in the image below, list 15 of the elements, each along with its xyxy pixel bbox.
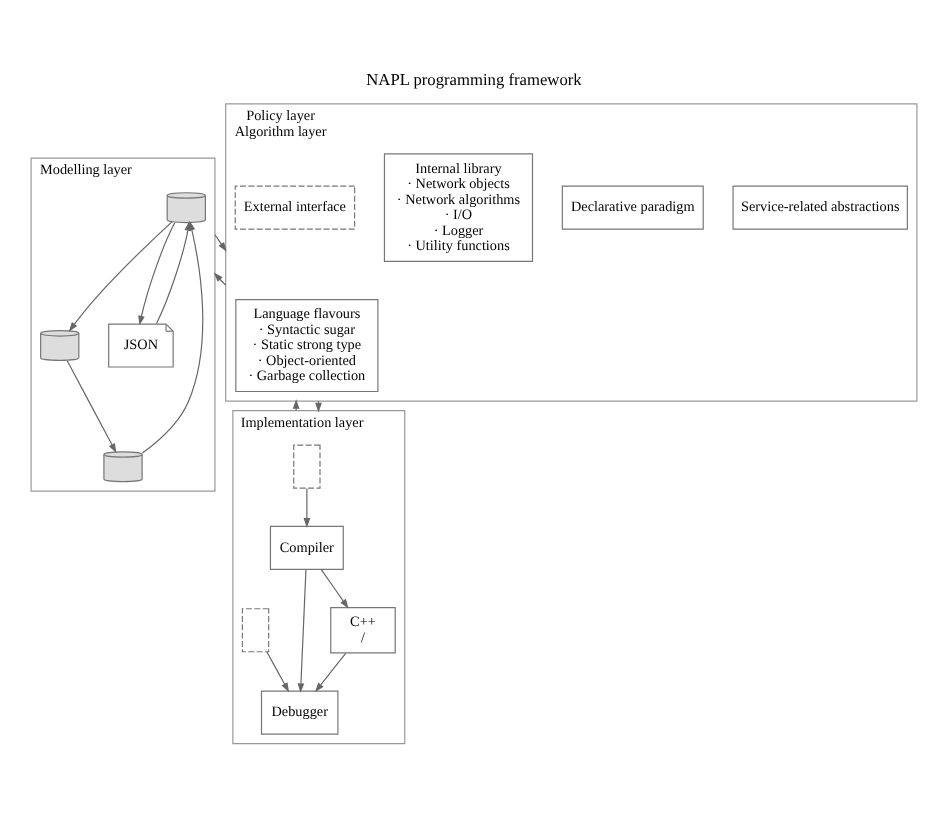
arrow — [138, 222, 176, 326]
arrow — [155, 221, 192, 325]
arrow — [315, 400, 322, 413]
arrow — [214, 234, 227, 252]
node-box — [293, 444, 321, 489]
arrow — [320, 569, 349, 609]
arrow — [66, 360, 117, 454]
arrow — [292, 399, 300, 412]
arrow — [303, 488, 311, 528]
arrow — [314, 652, 347, 693]
node-box — [241, 608, 270, 653]
arrow — [213, 272, 227, 286]
arrow — [266, 651, 290, 693]
diagram-title: NAPL programming framework — [366, 70, 582, 89]
arrow — [297, 569, 307, 693]
